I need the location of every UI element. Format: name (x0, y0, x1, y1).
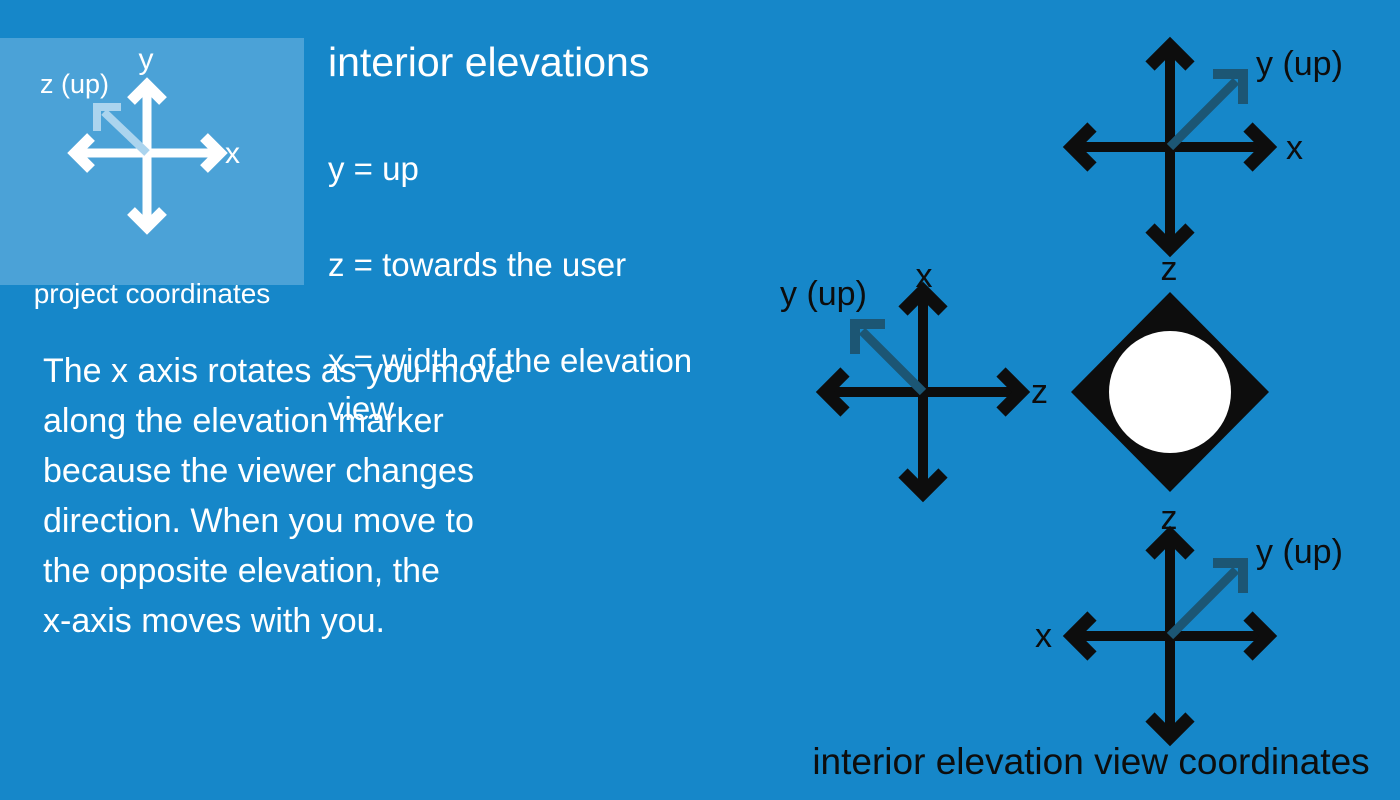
header-line-y: y = up (328, 150, 419, 188)
middle-axes-z-label: z (1031, 373, 1048, 411)
top-axes-z-label: z (1160, 250, 1178, 288)
view-axes-bottom-icon (1062, 525, 1278, 747)
project-x-axis-label: x (225, 137, 240, 170)
bottom-axes-x-label: x (1035, 617, 1052, 655)
middle-axes-x-label: x (915, 257, 933, 295)
top-axes-x-label: x (1286, 129, 1303, 167)
elevation-marker-circle (1109, 331, 1231, 453)
bottom-axes-z-label: z (1160, 499, 1178, 537)
elevation-marker-icon (1071, 292, 1269, 492)
project-coordinates-caption: project coordinates (33, 278, 271, 309)
project-axes-cross-icon (67, 77, 228, 235)
page-title: interior elevations (328, 39, 650, 85)
project-coordinates-panel: project coordinates (0, 38, 304, 309)
view-axes-middle-icon (815, 281, 1031, 503)
explanation-paragraph: The x axis rotates as you move along the… (43, 352, 514, 640)
header-line-x: x = width of the elevation view (328, 342, 693, 428)
header-block: interior elevations y = up z = towards t… (328, 39, 693, 481)
bottom-axes-y-up-label: y (up) (1256, 533, 1343, 571)
header-line-z: z = towards the user (328, 246, 627, 284)
top-axes-y-up-label: y (up) (1256, 45, 1343, 83)
project-y-axis-label: y (138, 43, 154, 76)
view-axes-top-icon (1062, 36, 1278, 258)
project-z-up-axis-label: z (up) (40, 69, 110, 99)
view-coordinates-caption: interior elevation view coordinates (812, 741, 1370, 782)
middle-axes-y-up-label: y (up) (780, 275, 867, 313)
